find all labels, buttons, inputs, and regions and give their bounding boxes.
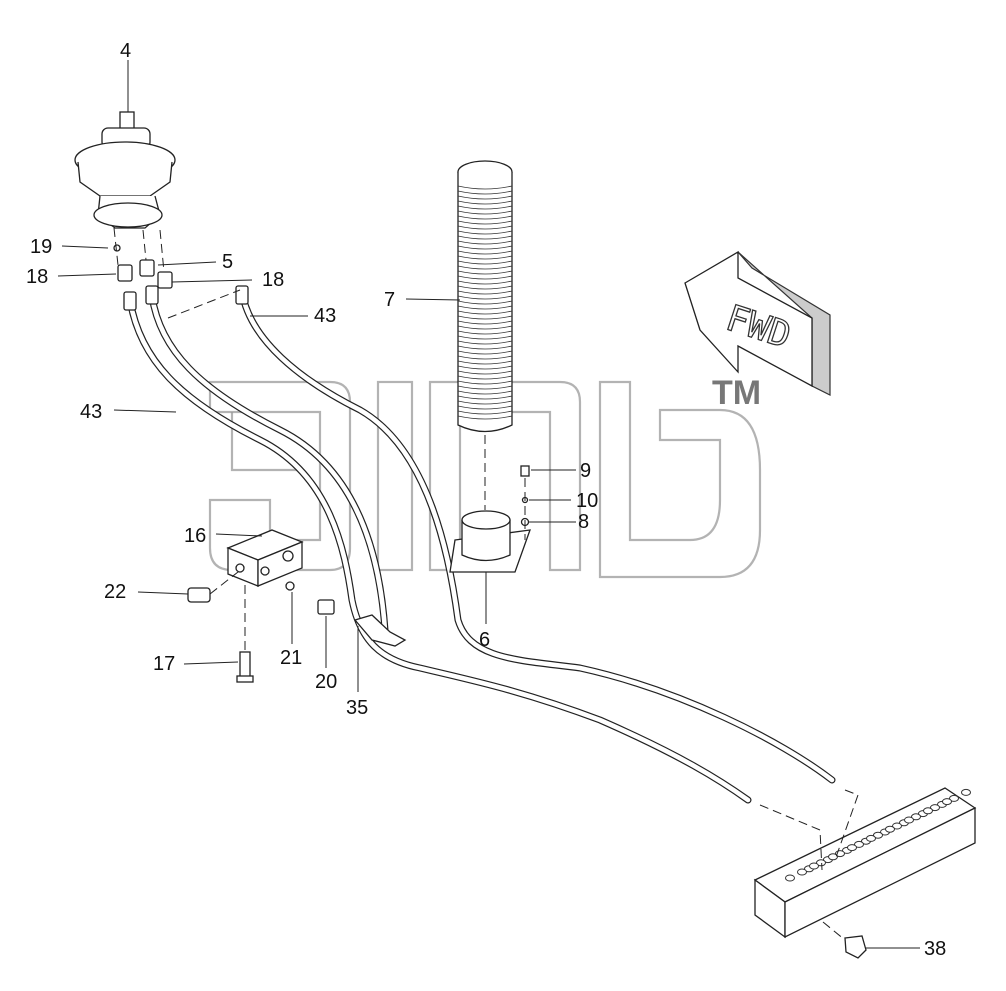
block-port-hole: [961, 788, 971, 796]
callout-16: 16: [184, 525, 206, 547]
callout-4: 4: [120, 40, 131, 62]
shroud-mount: [449, 435, 531, 573]
shroud-rib: [457, 415, 513, 420]
shroud-rib: [457, 410, 513, 415]
shroud-rib: [457, 270, 513, 275]
shroud-rib: [457, 195, 513, 200]
callout-17: 17: [153, 653, 175, 675]
block-port-hole: [866, 834, 876, 842]
hydraulic-motor: [74, 111, 176, 229]
shroud-rib: [457, 300, 513, 305]
shroud-rib: [457, 190, 513, 195]
shroud-rib: [457, 185, 513, 190]
callout-35: 35: [346, 697, 368, 719]
shroud-rib: [457, 265, 513, 270]
shroud-rib: [457, 260, 513, 265]
forward-direction-arrow-icon: FWD: [684, 250, 831, 396]
manifold-block: [187, 529, 335, 683]
callout-18-right: 18: [262, 269, 284, 291]
callout-10: 10: [576, 490, 598, 512]
shroud-rib: [457, 360, 513, 365]
shroud-rib: [457, 345, 513, 350]
corrugated-shroud: [457, 160, 513, 433]
callout-18-left: 18: [26, 266, 48, 288]
shroud-rib: [457, 200, 513, 205]
shroud-rib: [457, 290, 513, 295]
shroud-rib: [457, 215, 513, 220]
block-port-hole: [942, 798, 952, 806]
hydraulic-hoses: [126, 288, 836, 804]
shroud-rib: [457, 370, 513, 375]
shroud-rib: [457, 325, 513, 330]
block-port-hole: [885, 825, 895, 833]
block-port-hole: [785, 874, 795, 882]
shroud-rib: [457, 205, 513, 210]
block-port-hole: [847, 844, 857, 852]
block-port-hole: [809, 862, 819, 870]
callout-21: 21: [280, 647, 302, 669]
block-port-hole: [873, 831, 883, 839]
shroud-rib: [457, 320, 513, 325]
block-port-hole: [854, 840, 864, 848]
shroud-rib: [457, 365, 513, 370]
callout-7: 7: [384, 289, 395, 311]
shroud-rib: [457, 390, 513, 395]
shroud-rib: [457, 225, 513, 230]
shroud-rib: [457, 315, 513, 320]
shroud-rib: [457, 400, 513, 405]
shroud-rib: [457, 305, 513, 310]
block-port-hole: [892, 822, 902, 830]
block-port-hole: [930, 804, 940, 812]
callout-22: 22: [104, 581, 126, 603]
shroud-rib: [457, 285, 513, 290]
shroud-rib: [457, 330, 513, 335]
shroud-rib: [457, 275, 513, 280]
motor-fittings: [113, 227, 249, 319]
callout-5: 5: [222, 251, 233, 273]
block-port-hole: [904, 816, 914, 824]
shroud-rib: [457, 255, 513, 260]
shroud-rib: [457, 240, 513, 245]
block-port-hole: [911, 813, 921, 821]
callout-9: 9: [580, 460, 591, 482]
distribution-block: [753, 787, 977, 959]
shroud-rib: [457, 310, 513, 315]
callout-20: 20: [315, 671, 337, 693]
callout-8: 8: [578, 511, 589, 533]
callout-numbers: 4 19 18 5 18 7 43 43 9 10 8 16 22 6 17 2…: [26, 40, 946, 960]
shroud-rib: [457, 220, 513, 225]
block-port-hole: [923, 807, 933, 815]
shroud-rib: [457, 340, 513, 345]
shroud-rib: [457, 245, 513, 250]
shroud-rib: [457, 355, 513, 360]
shroud-rib: [457, 235, 513, 240]
shroud-rib: [457, 250, 513, 255]
shroud-rib: [457, 350, 513, 355]
shroud-rib: [457, 375, 513, 380]
shroud-rib: [457, 385, 513, 390]
shroud-rib: [457, 405, 513, 410]
block-port-hole: [816, 859, 826, 867]
trademark-mark: TM: [712, 374, 761, 412]
shroud-rib: [457, 295, 513, 300]
callout-43-upper: 43: [314, 305, 336, 327]
callout-6: 6: [479, 629, 490, 651]
shroud-rib: [457, 210, 513, 215]
callout-19: 19: [30, 236, 52, 258]
block-port-hole: [797, 868, 807, 876]
shroud-rib: [457, 230, 513, 235]
shroud-rib: [457, 280, 513, 285]
callout-43-lower: 43: [80, 401, 102, 423]
mount-hardware: [520, 465, 530, 540]
leader-lines: [57, 60, 920, 949]
shroud-rib: [457, 395, 513, 400]
block-port-hole: [828, 853, 838, 861]
shroud-rib: [457, 335, 513, 340]
block-port-hole: [949, 794, 959, 802]
shroud-rib: [457, 380, 513, 385]
callout-38: 38: [924, 938, 946, 960]
